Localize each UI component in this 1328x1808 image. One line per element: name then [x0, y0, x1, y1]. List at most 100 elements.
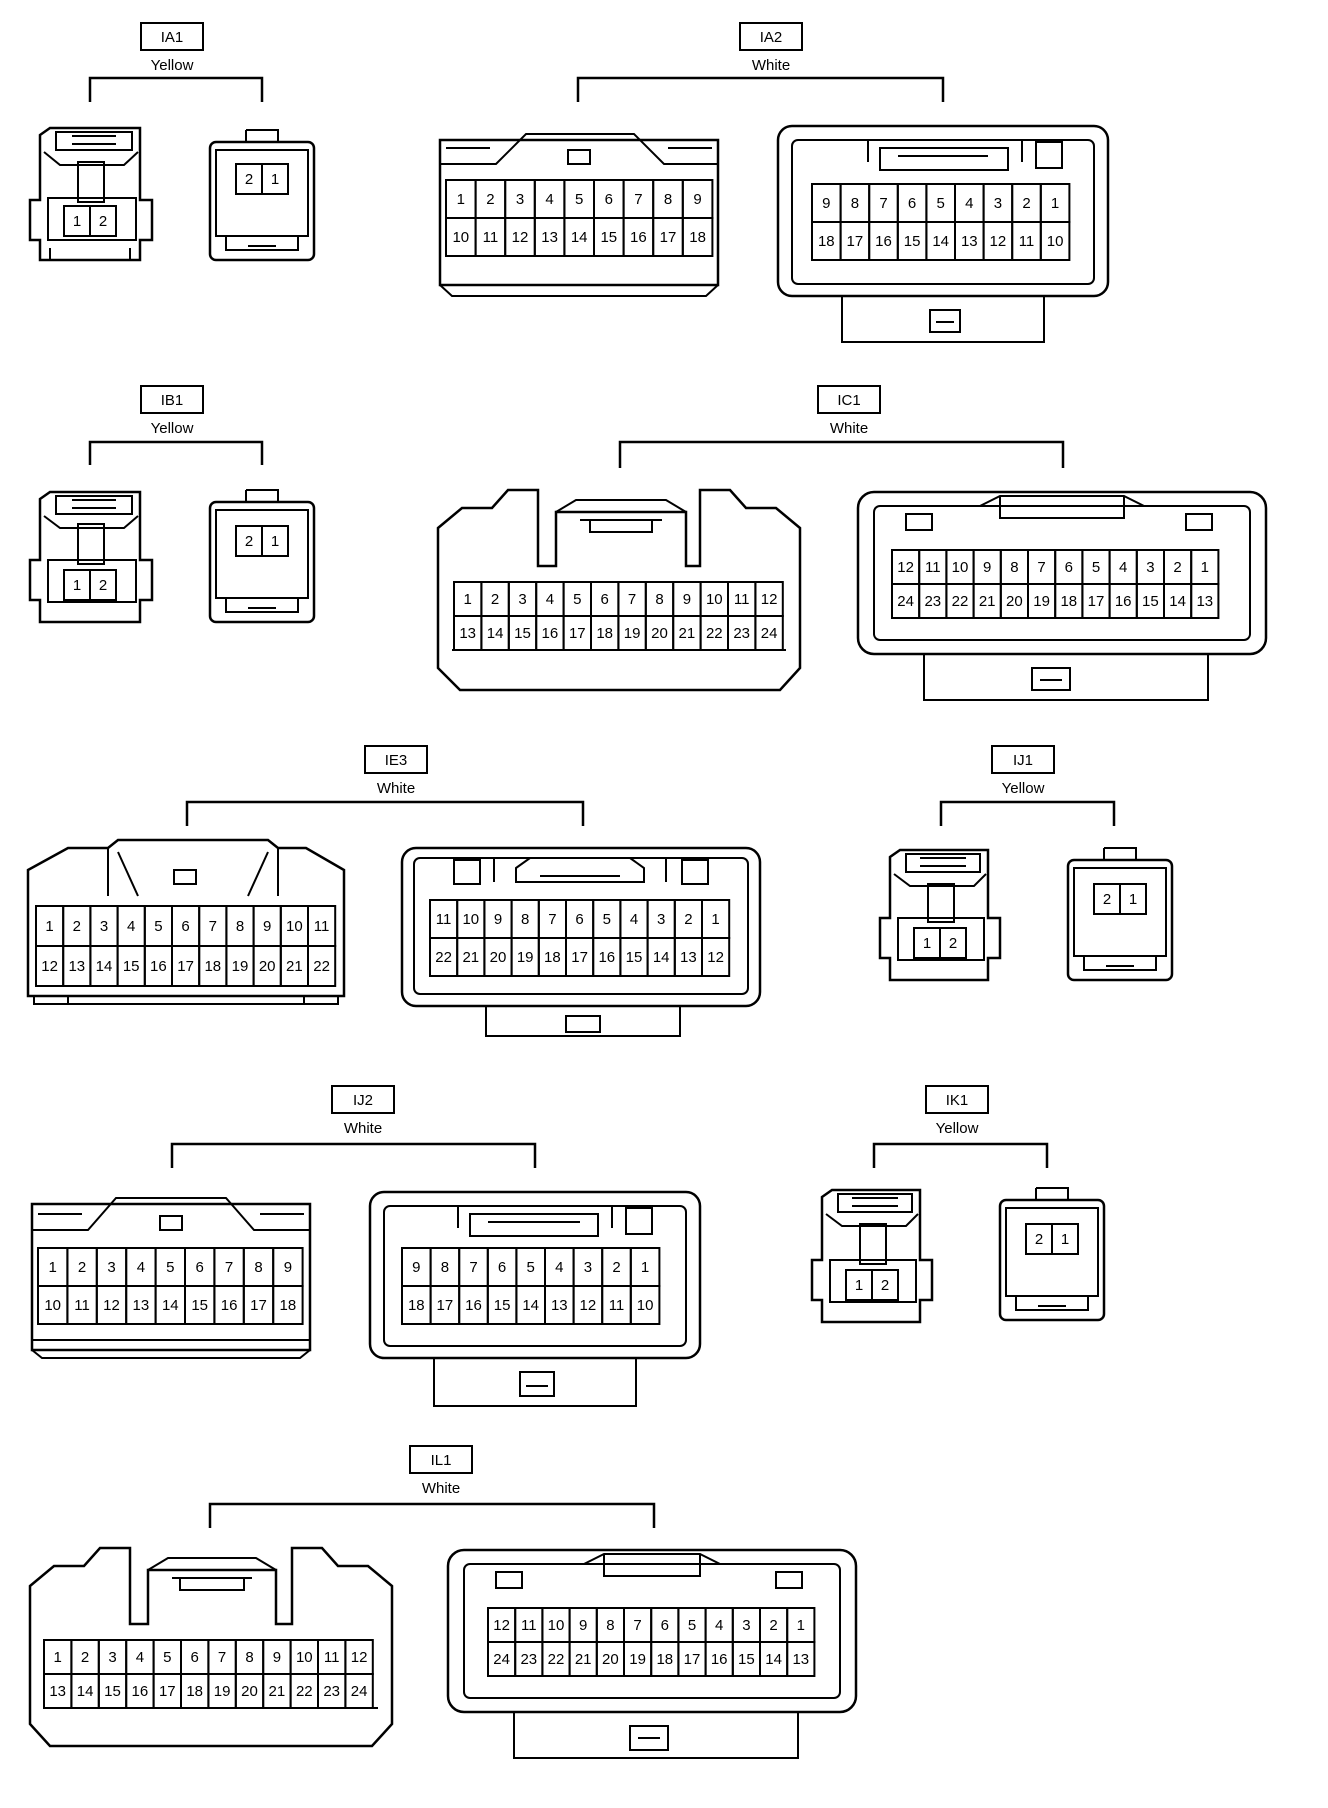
il1-left-pin-number: 2 [81, 1649, 89, 1666]
ic1-right-pin-number: 8 [1010, 559, 1018, 576]
ij2-right-pin-number: 5 [527, 1259, 535, 1276]
ia1-left-pin-cell [89, 205, 117, 237]
ia2-right-pin-number: 16 [875, 233, 892, 250]
ie3-right-pin-number: 21 [462, 949, 479, 966]
ie3-left-pin-number: 3 [100, 918, 108, 935]
ie3-left-pin-number: 14 [96, 958, 113, 975]
ie3-code: IE3 [385, 752, 408, 769]
ie3-left-pin-number: 4 [127, 918, 135, 935]
ia1-male-housing [208, 129, 316, 262]
il1-left-pin-number: 1 [54, 1649, 62, 1666]
ij2-left-pin-number: 6 [196, 1259, 204, 1276]
ia1-right-pin-number: 1 [271, 171, 279, 188]
ij2-right-pin-number: 10 [637, 1297, 654, 1314]
ic1-left-pin-number: 20 [651, 625, 668, 642]
ia2-right-pin-number: 8 [851, 195, 859, 212]
il1-right-pin-number: 18 [656, 1651, 673, 1668]
ij2-right-pin-number: 2 [612, 1259, 620, 1276]
ij2-code: IJ2 [353, 1092, 373, 1109]
ij2-left-pin-number: 13 [133, 1297, 150, 1314]
ie3-right-pin-number: 5 [603, 911, 611, 928]
ie3-right-pin-number: 7 [548, 911, 556, 928]
ij1-left-pin-number: 2 [949, 935, 957, 952]
ie3-male-housing [400, 846, 762, 1037]
ie3-right-pin-cell [701, 937, 731, 977]
ie3-left-pin-number: 1 [45, 918, 53, 935]
il1-left-pin-number: 15 [104, 1683, 121, 1700]
ik1-code-box [925, 1085, 989, 1114]
ia2-right-pin-number: 5 [937, 195, 945, 212]
ic1-right-pin-number: 23 [924, 593, 941, 610]
il1-left-pin-number: 7 [218, 1649, 226, 1666]
il1-male-housing [446, 1548, 858, 1759]
ik1-female-housing [810, 1188, 934, 1324]
il1-code: IL1 [431, 1452, 452, 1469]
ic1-left-pin-number: 22 [706, 625, 723, 642]
ie3-right-pin-number: 4 [630, 911, 638, 928]
il1-right-pin-number: 16 [711, 1651, 728, 1668]
il1-right-pin-number: 10 [548, 1617, 565, 1634]
ia1-left-pin-number: 1 [73, 213, 81, 230]
ia2-right-pin-number: 17 [847, 233, 864, 250]
ia2-female-housing [438, 133, 720, 297]
ij2-left-pin-number: 9 [284, 1259, 292, 1276]
ij2-left-pin-number: 16 [221, 1297, 238, 1314]
ic1-left-pin-number: 13 [459, 625, 476, 642]
ia2-left-pin-number: 4 [545, 191, 553, 208]
ia2-left-pin-number: 17 [660, 229, 677, 246]
ia2-left-pin-number: 13 [541, 229, 558, 246]
ie3-left-pin-number: 9 [263, 918, 271, 935]
ik1-left-pin-number: 2 [881, 1277, 889, 1294]
il1-left-pin-number: 19 [214, 1683, 231, 1700]
ia2-right-pin-number: 7 [879, 195, 887, 212]
ia2-right-pin-number: 3 [994, 195, 1002, 212]
ic1-right-pin-number: 2 [1173, 559, 1181, 576]
ia2-left-pin-number: 7 [634, 191, 642, 208]
ic1-color-label: White [830, 420, 868, 437]
ie3-right-pin-number: 14 [653, 949, 670, 966]
ij1-left-pin-cell [939, 927, 967, 959]
ia2-code-box [739, 22, 803, 51]
ij2-left-pin-number: 2 [78, 1259, 86, 1276]
ij2-code-box [331, 1085, 395, 1114]
ij2-left-pin-number: 17 [250, 1297, 267, 1314]
ij1-right-pin-cell [1119, 883, 1147, 915]
il1-right-pin-number: 14 [765, 1651, 782, 1668]
ic1-left-pin-number: 16 [542, 625, 559, 642]
ic1-right-pin-number: 20 [1006, 593, 1023, 610]
ie3-right-pin-number: 9 [494, 911, 502, 928]
ic1-left-pin-number: 24 [761, 625, 778, 642]
ik1-right-pin-number: 1 [1061, 1231, 1069, 1248]
il1-left-pin-cell [344, 1673, 374, 1709]
ij2-left-pin-number: 14 [162, 1297, 179, 1314]
ic1-right-pin-number: 5 [1092, 559, 1100, 576]
ic1-right-pin-number: 12 [897, 559, 914, 576]
il1-code-box [409, 1445, 473, 1474]
ib1-right-pin-number: 2 [245, 533, 253, 550]
ie3-right-pin-number: 12 [707, 949, 724, 966]
ic1-right-pin-number: 6 [1065, 559, 1073, 576]
ic1-left-pin-number: 3 [518, 591, 526, 608]
ie3-left-pin-number: 11 [314, 918, 330, 935]
il1-right-pin-number: 15 [738, 1651, 755, 1668]
ij2-right-pin-number: 15 [494, 1297, 511, 1314]
ij2-left-pin-number: 7 [225, 1259, 233, 1276]
ie3-left-pin-number: 21 [286, 958, 303, 975]
il1-left-pin-number: 16 [132, 1683, 149, 1700]
ij2-left-pin-number: 5 [166, 1259, 174, 1276]
ic1-right-pin-number: 9 [983, 559, 991, 576]
ij2-left-pin-number: 18 [280, 1297, 297, 1314]
il1-left-pin-number: 23 [323, 1683, 340, 1700]
ij1-color-label: Yellow [1002, 780, 1045, 797]
il1-bracket [208, 1502, 656, 1528]
ic1-bracket [618, 440, 1065, 468]
ie3-left-pin-number: 19 [232, 958, 249, 975]
ij2-right-pin-number: 8 [441, 1259, 449, 1276]
ie3-right-pin-number: 6 [575, 911, 583, 928]
